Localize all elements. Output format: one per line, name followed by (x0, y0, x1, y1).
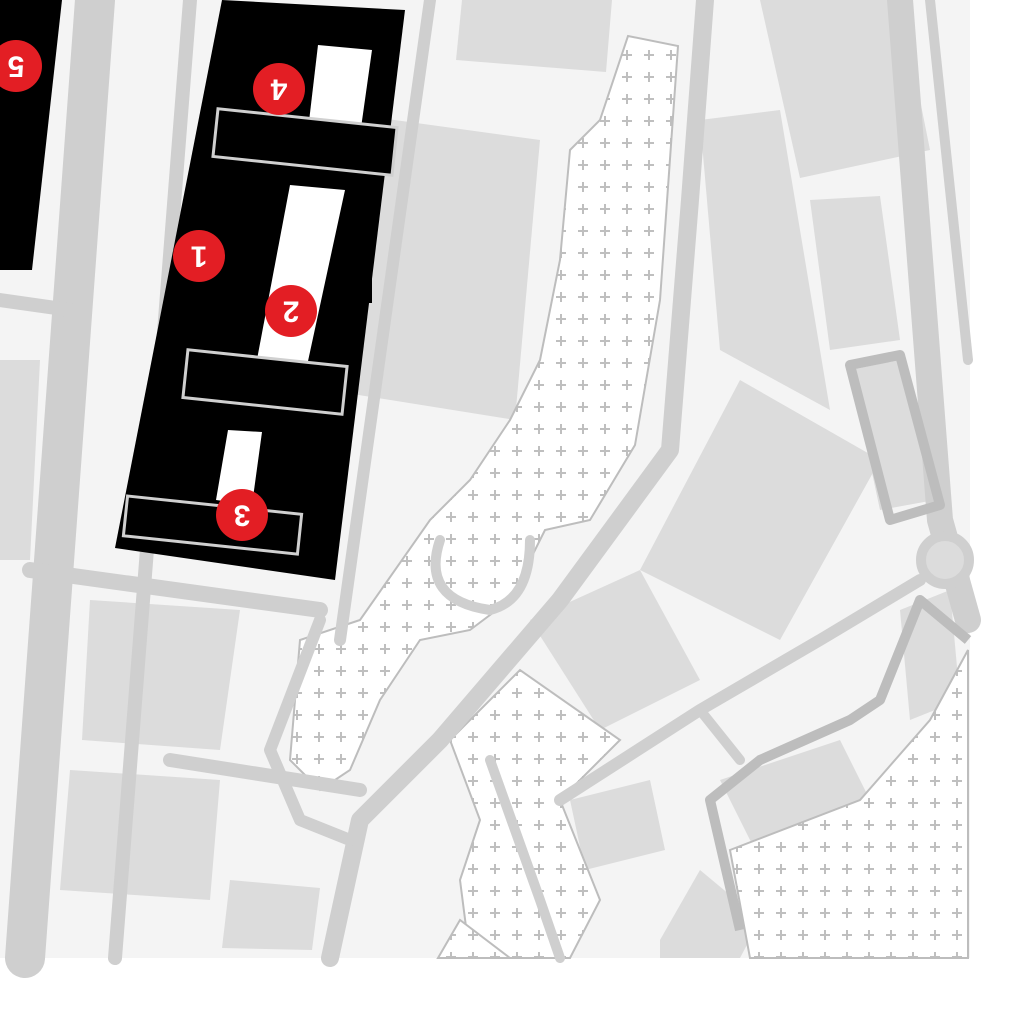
roads (0, 0, 981, 978)
marker-2-label: 2 (283, 295, 300, 328)
marker-3-circle (216, 489, 268, 541)
road-cross-bottom (163, 753, 367, 797)
road-park-diagonal (321, 0, 714, 967)
road-inner-vertical (334, 0, 436, 646)
road-right-network-a (554, 574, 926, 806)
park-lower-center (448, 668, 622, 959)
marker-5-circle (0, 40, 42, 92)
road-right-vertical (887, 0, 981, 633)
block-right-strip (810, 196, 900, 350)
black-wing-middle (181, 348, 349, 416)
city-blocks (0, 0, 960, 958)
marker-2[interactable]: 2 (265, 285, 317, 337)
right-path-outline (705, 595, 972, 932)
block-bottom-center (530, 570, 700, 730)
road-cross-mid (22, 562, 328, 618)
block-left-mid (0, 360, 40, 560)
block-mid-center (340, 118, 540, 420)
page-margin-bottom (0, 958, 1024, 1018)
marker-4-circle (253, 63, 305, 115)
block-right-mid (700, 110, 830, 410)
marker-1-label: 1 (191, 240, 208, 273)
block-right-edge-b (850, 360, 935, 510)
marker-2-circle (265, 285, 317, 337)
block-top-center (456, 0, 612, 72)
block-bottom-left-b (60, 770, 220, 900)
block-bottom-left-a (82, 600, 240, 750)
marker-4-label: 4 (270, 73, 287, 106)
marker-1-circle (173, 230, 225, 282)
marker-5-label: 5 (8, 50, 25, 83)
page-margin-right (970, 0, 1024, 1018)
marker-3-label: 3 (234, 499, 251, 532)
road-cross-top (0, 293, 77, 317)
block-right-upper (760, 0, 930, 178)
green-areas (288, 34, 969, 959)
marker-5[interactable]: 5 (0, 40, 42, 92)
black-wing-top (211, 107, 399, 177)
block-bottom-right-a (660, 870, 760, 958)
right-structures (705, 350, 974, 932)
marker-1[interactable]: 1 (173, 230, 225, 282)
courtyard-upper (308, 45, 372, 135)
road-curve-left (264, 614, 356, 846)
road-loop-park (430, 535, 535, 615)
block-right-center (640, 380, 880, 640)
road-main-vertical (5, 0, 115, 978)
marker-3[interactable]: 3 (216, 489, 268, 541)
road-lower-center (485, 755, 565, 963)
marker-4[interactable]: 4 (253, 63, 305, 115)
block-bottom-left-c (222, 880, 320, 950)
courtyard-lower (216, 430, 262, 505)
park-bottom-left (436, 918, 513, 959)
road-right-outer (925, 0, 973, 365)
road-right-network-b (695, 705, 745, 765)
right-building-outline-a (845, 350, 945, 525)
park-bottom-right (728, 649, 969, 959)
roundabout (916, 531, 974, 589)
block-bottom-mid (570, 780, 665, 870)
black-annex (352, 258, 372, 303)
